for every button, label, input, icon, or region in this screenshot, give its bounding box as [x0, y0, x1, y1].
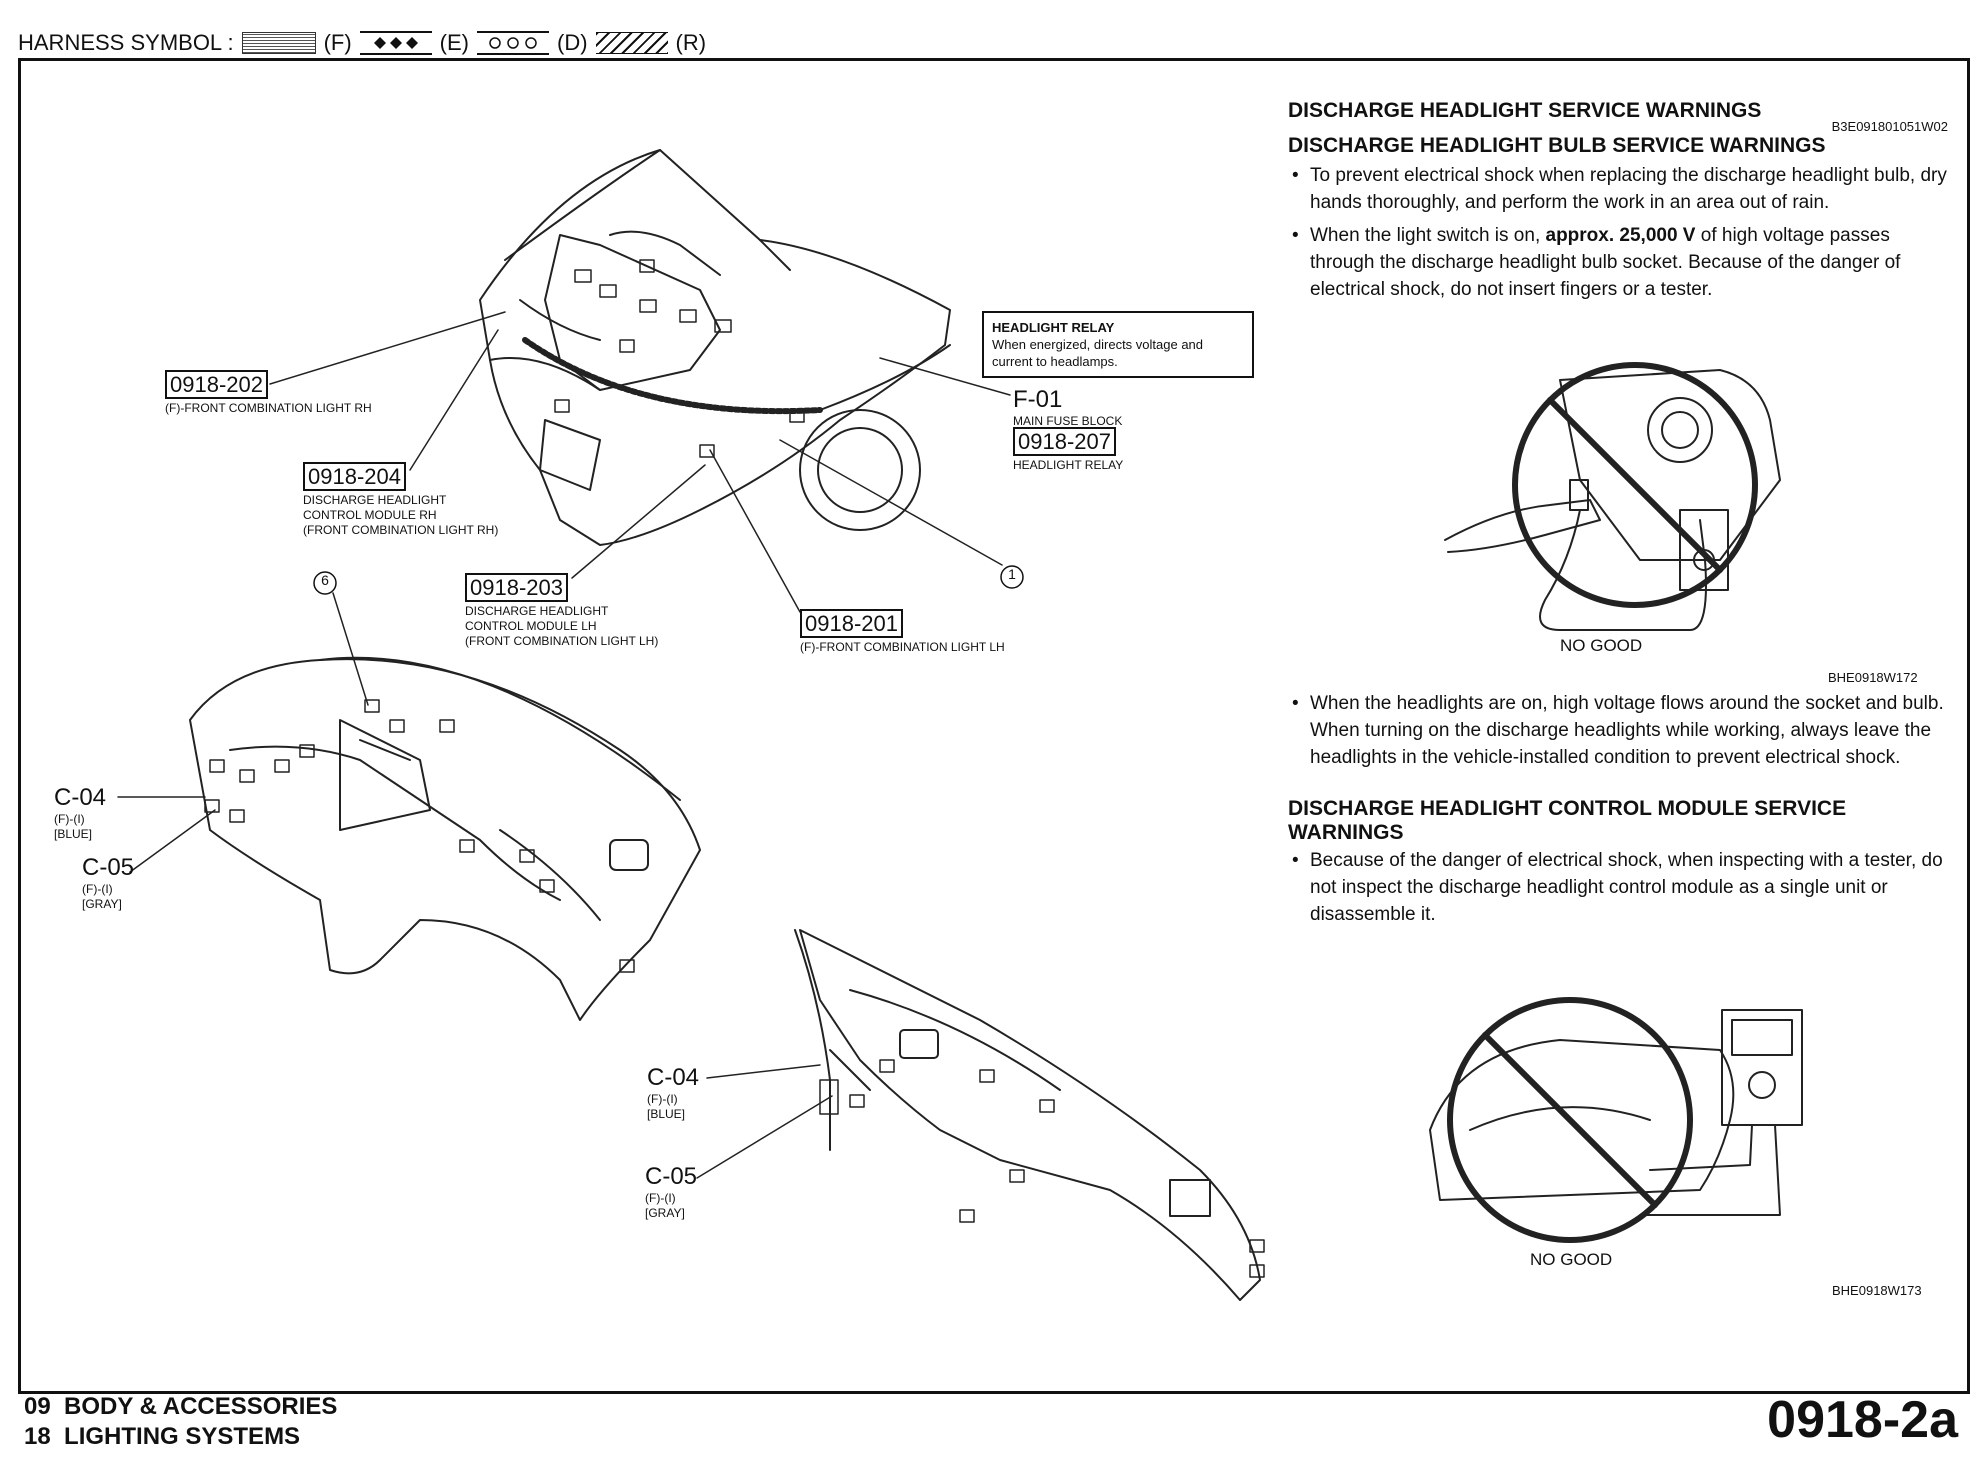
connector-desc: (F)-FRONT COMBINATION LIGHT RH — [165, 401, 372, 415]
section-title-main: DISCHARGE HEADLIGHT SERVICE WARNINGS — [1288, 99, 1762, 122]
warnings-panel-lower: When the headlights are on, high voltage… — [1288, 690, 1948, 928]
fig-bulb-socket-art — [1444, 362, 1781, 631]
harness-d-symbol — [477, 31, 549, 55]
connector-color: [BLUE] — [54, 827, 93, 841]
label-0918-207: 0918-207 HEADLIGHT RELAY — [1013, 427, 1124, 473]
harness-e-code: (E) — [439, 30, 469, 55]
harness-bundle-front — [522, 337, 823, 415]
bullet-2-pre: When the light switch is on, — [1310, 225, 1546, 246]
warning-bullet-2: When the light switch is on, approx. 25,… — [1288, 222, 1948, 303]
fig1-ref: BHE0918W172 — [1828, 670, 1918, 685]
harness-e-symbol — [359, 31, 432, 55]
warning-bullet-4: Because of the danger of electrical shoc… — [1288, 847, 1948, 928]
connector-code: 0918-202 — [165, 370, 268, 399]
label-c-04-lower: C-04 (F)-(I) [BLUE] — [647, 1064, 699, 1122]
connector-code: C-04 — [54, 784, 107, 811]
connector-code: C-04 — [647, 1064, 700, 1091]
connector-code: 0918-207 — [1013, 427, 1116, 456]
section-title-bulb: DISCHARGE HEADLIGHT BULB SERVICE WARNING… — [1288, 134, 1826, 157]
connector-code: 0918-201 — [800, 609, 903, 638]
page-frame — [18, 58, 1970, 1394]
footer-line-1: 09 BODY & ACCESSORIES — [24, 1392, 337, 1422]
label-0918-204: 0918-204 DISCHARGE HEADLIGHT CONTROL MOD… — [303, 462, 499, 538]
connector-desc: HEADLIGHT RELAY — [1013, 458, 1124, 472]
section-ref-main: B3E091801051W02 — [1831, 119, 1948, 134]
label-c-05-upper: C-05 (F)-(I) [GRAY] — [82, 854, 134, 912]
relay-callout-title: HEADLIGHT RELAY — [992, 320, 1115, 335]
connector-sub: (F)-(I) — [645, 1191, 676, 1205]
bullet-2-bold: approx. 25,000 V — [1545, 225, 1696, 246]
footer-section: 09 BODY & ACCESSORIES 18 LIGHTING SYSTEM… — [24, 1392, 337, 1452]
harness-legend: HARNESS SYMBOL : (F) (E) (D) (R) — [18, 30, 706, 56]
dashboard-outline — [189, 658, 701, 1021]
connector-sub: (F)-(I) — [647, 1092, 678, 1106]
fig1-caption: NO GOOD — [1560, 636, 1643, 655]
connector-desc: (F)-FRONT COMBINATION LIGHT LH — [800, 640, 1005, 654]
footer-line-2: 18 LIGHTING SYSTEMS — [24, 1422, 337, 1452]
fig2-caption: NO GOOD — [1530, 1250, 1613, 1269]
connector-sub: (F)-(I) — [82, 882, 113, 896]
footer-text-2: LIGHTING SYSTEMS — [64, 1423, 301, 1450]
fig2-ref: BHE0918W173 — [1832, 1283, 1922, 1298]
page-number: 0918-2a — [1767, 1391, 1958, 1449]
connector-color: [GRAY] — [645, 1206, 685, 1220]
warning-bullet-1: To prevent electrical shock when replaci… — [1288, 162, 1948, 216]
connector-code: 0918-204 — [303, 462, 406, 491]
connector-desc: CONTROL MODULE RH — [303, 508, 437, 522]
footer-num-2: 18 — [24, 1423, 51, 1450]
connector-desc: CONTROL MODULE LH — [465, 619, 597, 633]
connector-desc: (FRONT COMBINATION LIGHT RH) — [303, 523, 499, 537]
headlight-relay-callout: HEADLIGHT RELAY When energized, directs … — [982, 311, 1254, 378]
harness-r-symbol — [595, 32, 668, 54]
connector-desc: DISCHARGE HEADLIGHT — [303, 493, 447, 507]
dashboard-lower-outline — [799, 929, 1261, 1301]
label-c-05-lower: C-05 (F)-(I) [GRAY] — [645, 1163, 697, 1221]
harness-f-code: (F) — [323, 30, 352, 55]
warning-bullet-3: When the headlights are on, high voltage… — [1288, 690, 1948, 771]
label-0918-203: 0918-203 DISCHARGE HEADLIGHT CONTROL MOD… — [465, 573, 659, 649]
connector-desc: DISCHARGE HEADLIGHT — [465, 604, 609, 618]
label-0918-202: 0918-202 (F)-FRONT COMBINATION LIGHT RH — [165, 370, 372, 416]
warnings-panel: DISCHARGE HEADLIGHT SERVICE WARNINGS B3E… — [1288, 99, 1948, 303]
connector-code: C-05 — [82, 854, 135, 881]
label-c-04-upper: C-04 (F)-(I) [BLUE] — [54, 784, 106, 842]
connector-code: F-01 — [1013, 386, 1063, 413]
label-0918-201: 0918-201 (F)-FRONT COMBINATION LIGHT LH — [800, 609, 1005, 655]
connector-color: [BLUE] — [647, 1107, 686, 1121]
circle-marker-1: 1 — [1008, 566, 1016, 582]
connector-sub: (F)-(I) — [54, 812, 85, 826]
section-title-module: DISCHARGE HEADLIGHT CONTROL MODULE SERVI… — [1288, 797, 1847, 844]
bullet-2-post: of high voltage passes through the disch… — [1310, 225, 1901, 300]
relay-callout-text: When energized, directs voltage and curr… — [992, 337, 1204, 369]
connector-desc: MAIN FUSE BLOCK — [1013, 414, 1123, 428]
fig-control-module-art — [1429, 997, 1803, 1243]
circle-marker-6: 6 — [321, 572, 329, 588]
connector-code: 0918-203 — [465, 573, 568, 602]
connector-code: C-05 — [645, 1163, 698, 1190]
footer-text-1: BODY & ACCESSORIES — [64, 1393, 338, 1420]
harness-r-code: (R) — [675, 30, 707, 55]
label-f-01: F-01 MAIN FUSE BLOCK — [1013, 386, 1122, 429]
connector-desc: (FRONT COMBINATION LIGHT LH) — [465, 634, 659, 648]
harness-label: HARNESS SYMBOL : — [18, 30, 234, 55]
harness-f-symbol — [241, 32, 316, 54]
connector-color: [GRAY] — [82, 897, 122, 911]
footer-num-1: 09 — [24, 1393, 51, 1420]
engine-bay-outline — [479, 149, 951, 546]
harness-d-code: (D) — [557, 30, 588, 55]
